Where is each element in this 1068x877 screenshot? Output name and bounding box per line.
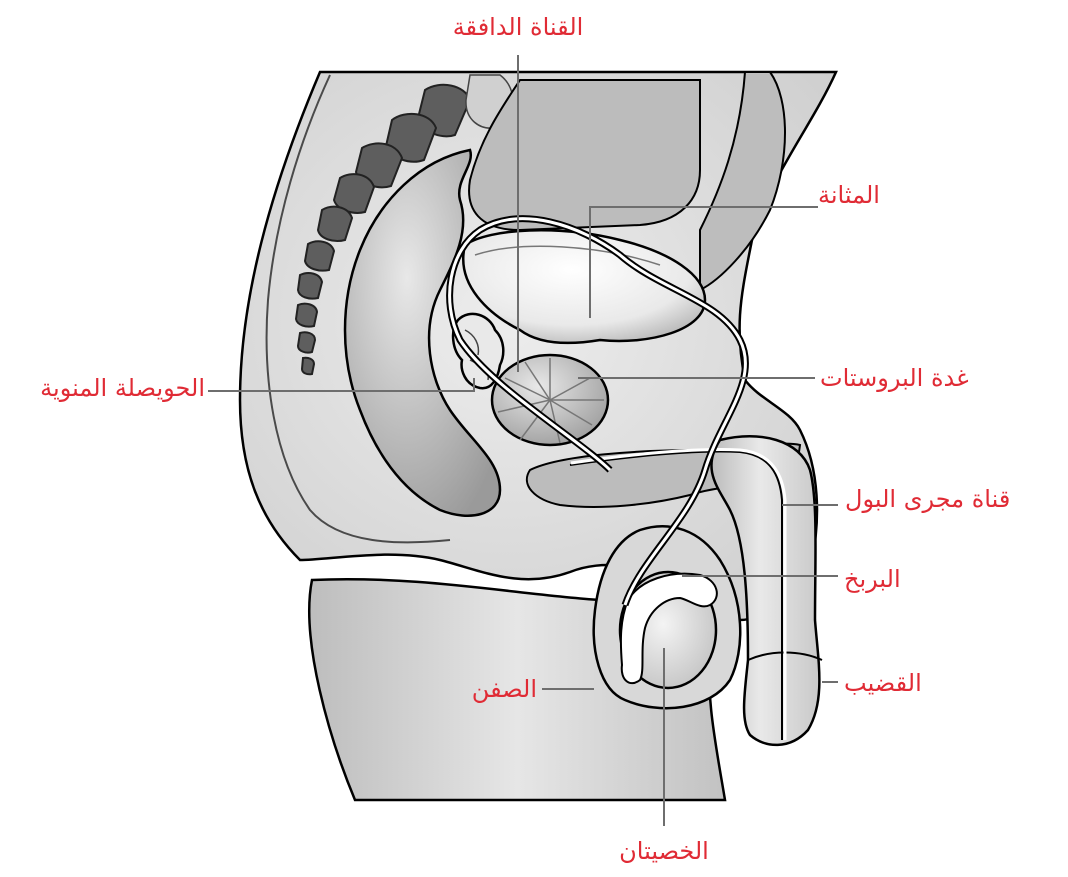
- label-penis: القضيب: [844, 668, 922, 698]
- label-epididymis: البربخ: [844, 564, 901, 594]
- label-bladder: المثانة: [818, 180, 880, 210]
- label-testicles: الخصيتان: [593, 836, 735, 866]
- prostate-shape: [492, 355, 608, 445]
- label-urethra: قناة مجرى البول: [845, 484, 1010, 514]
- label-vas-deferens: القناة الدافقة: [435, 12, 601, 42]
- label-prostate: غدة البروستات: [820, 363, 969, 393]
- label-seminal-vesicle: الحويصلة المنوية: [10, 373, 205, 403]
- label-scrotum: الصفن: [455, 674, 537, 704]
